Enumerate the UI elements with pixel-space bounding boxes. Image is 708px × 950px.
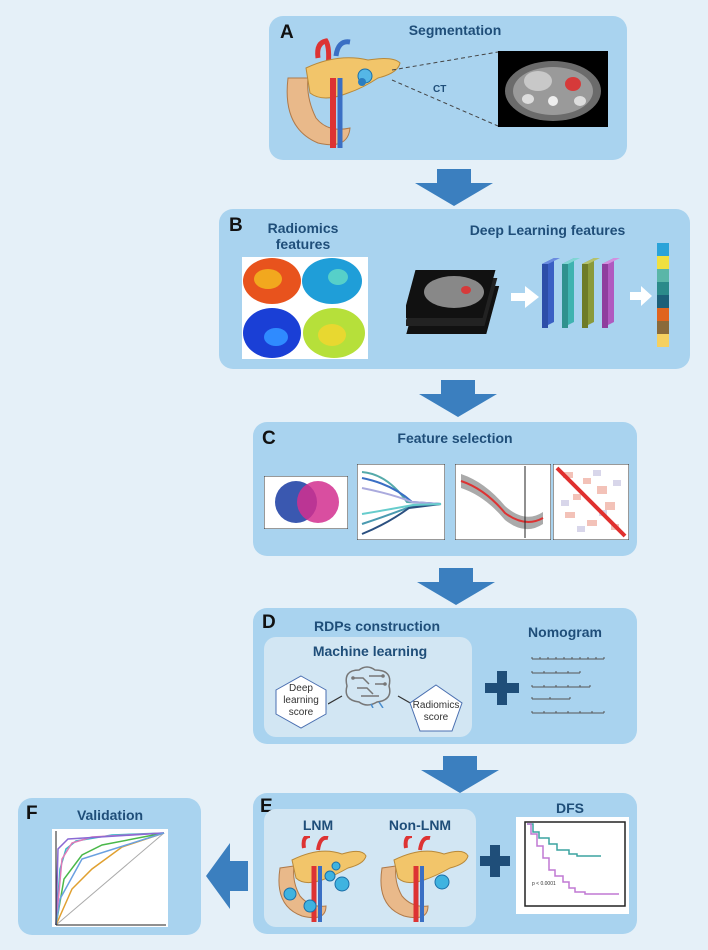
venn-diagram: [264, 476, 348, 529]
arrow-d-to-e: [421, 756, 499, 793]
panel-c-letter: C: [262, 428, 276, 449]
panel-a-letter: A: [280, 22, 294, 43]
deep-learning-score-node: [275, 675, 327, 729]
lasso-path-plot: [357, 464, 445, 540]
plus-icon-d: [485, 671, 519, 705]
km-pvalue: p < 0.0001: [532, 881, 556, 887]
nomogram-title: Nomogram: [528, 624, 602, 640]
panel-c-title: Feature selection: [397, 430, 513, 446]
plus-icon-e: [480, 845, 510, 877]
nomogram-chart: [531, 657, 605, 714]
panel-b-title-deep-learning: Deep Learning features: [469, 222, 626, 238]
pancreas-illustration-a: [286, 38, 401, 148]
arrow-a-to-b: [415, 169, 493, 206]
panel-d-letter: D: [262, 612, 276, 633]
panel-b-letter: B: [229, 215, 243, 236]
panel-a-title: Segmentation: [408, 22, 502, 38]
km-survival-curve: [524, 821, 626, 907]
panel-d-title: RDPs construction: [313, 618, 440, 634]
cross-validation-plot: [455, 464, 551, 540]
arrow-icon-b1: [511, 286, 539, 308]
ct-scan-image-a: [498, 51, 608, 127]
cnn-layers-icon: [542, 258, 620, 328]
dfs-title: DFS: [556, 800, 584, 816]
brain-network-icon: [345, 666, 391, 708]
arrow-e-to-f: [206, 843, 248, 909]
deep-learning-score-label: Deep learning score: [283, 683, 319, 718]
radiomics-score-label: Radiomics score: [412, 700, 460, 723]
panel-f-letter: F: [26, 803, 38, 824]
ct-label: CT: [433, 84, 447, 95]
correlation-heatmap: [553, 464, 629, 540]
machine-learning-title: Machine learning: [312, 643, 428, 659]
arrow-c-to-d: [417, 568, 495, 605]
segmentation-connector-lines: [391, 51, 499, 127]
pancreas-illustration-non-lnm: [380, 836, 469, 922]
radiomics-score-node: [409, 684, 463, 732]
roc-curves-plot: [52, 829, 168, 927]
pancreas-illustration-lnm: [278, 836, 367, 922]
feature-vector-bar: [657, 243, 669, 347]
lnm-label: LNM: [302, 817, 334, 833]
panel-f-title: Validation: [76, 807, 144, 823]
radiomics-heatmaps: [242, 257, 368, 359]
arrow-b-to-c: [419, 380, 497, 417]
arrow-icon-b2: [630, 286, 652, 306]
ml-connector-lines: [328, 695, 413, 705]
ct-slice-stack: [406, 270, 500, 334]
non-lnm-label: Non-LNM: [388, 817, 452, 833]
panel-b-title-radiomics: Radiomics features: [267, 220, 339, 252]
